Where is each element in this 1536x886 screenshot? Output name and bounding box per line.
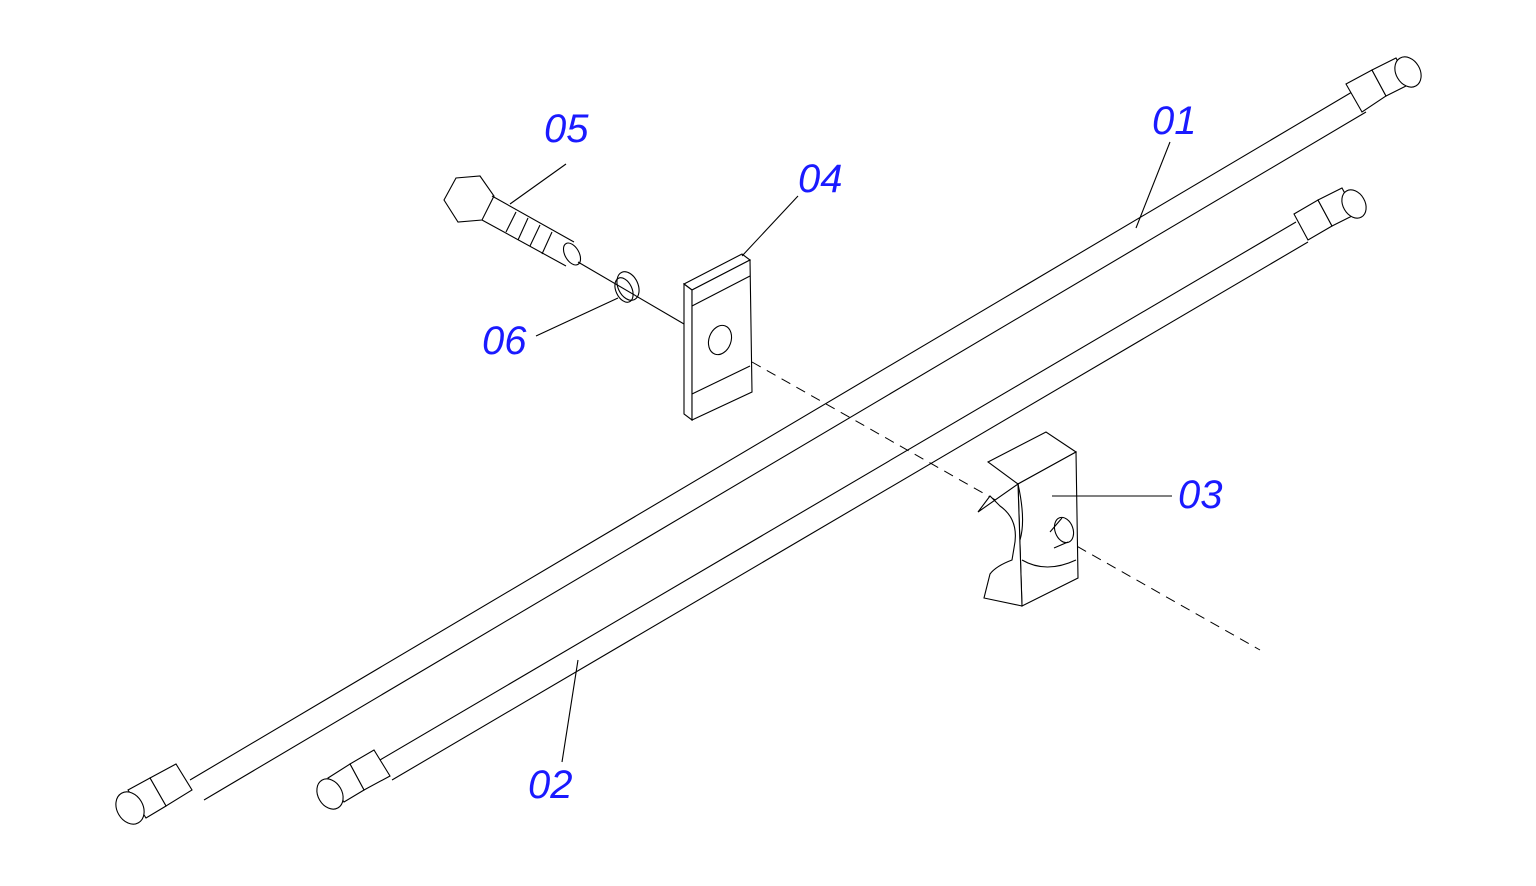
label-part-05: 05 (544, 107, 589, 151)
washer-part-06 (614, 271, 640, 303)
label-part-02: 02 (528, 763, 573, 807)
plate-part-04 (682, 253, 753, 422)
leader-line-06 (535, 297, 619, 337)
clamp-block-part-03 (977, 431, 1079, 607)
leader-line-01 (1135, 141, 1171, 229)
label-part-06: 06 (482, 319, 527, 363)
bolt-part-05 (443, 175, 582, 267)
tube-part-01 (115, 56, 1422, 825)
tube-part-02 (316, 187, 1367, 810)
leader-line-02 (561, 659, 579, 763)
bolt-axis-line (577, 261, 685, 325)
label-part-01: 01 (1152, 99, 1197, 143)
label-part-03: 03 (1178, 473, 1223, 517)
label-part-04: 04 (798, 157, 843, 201)
leader-line-05 (509, 163, 567, 205)
leader-line-04 (741, 195, 799, 257)
